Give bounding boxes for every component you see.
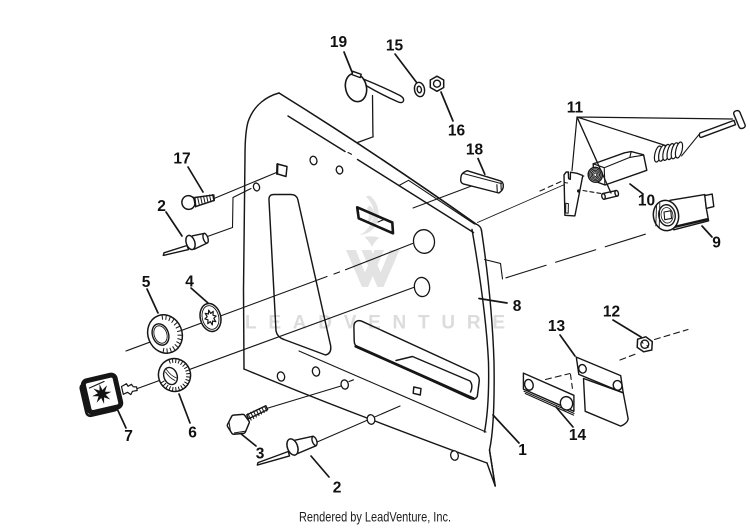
- svg-text:18: 18: [466, 142, 484, 159]
- svg-text:Rendered by LeadVenture, Inc.: Rendered by LeadVenture, Inc.: [299, 510, 451, 525]
- svg-text:3: 3: [256, 446, 265, 463]
- svg-text:13: 13: [548, 318, 566, 335]
- svg-text:9: 9: [712, 235, 721, 252]
- svg-text:8: 8: [513, 298, 522, 315]
- svg-text:2: 2: [157, 198, 166, 215]
- svg-text:17: 17: [173, 151, 190, 168]
- svg-text:16: 16: [448, 123, 466, 140]
- svg-text:19: 19: [330, 34, 348, 51]
- svg-text:2: 2: [333, 480, 342, 497]
- svg-text:15: 15: [386, 38, 404, 55]
- svg-text:11: 11: [567, 100, 584, 117]
- svg-text:1: 1: [518, 442, 527, 459]
- svg-text:5: 5: [142, 274, 151, 291]
- svg-text:10: 10: [638, 193, 655, 210]
- svg-text:12: 12: [603, 304, 620, 321]
- svg-text:6: 6: [188, 425, 197, 442]
- svg-text:4: 4: [185, 274, 194, 291]
- svg-text:7: 7: [124, 428, 133, 445]
- svg-text:14: 14: [569, 427, 587, 444]
